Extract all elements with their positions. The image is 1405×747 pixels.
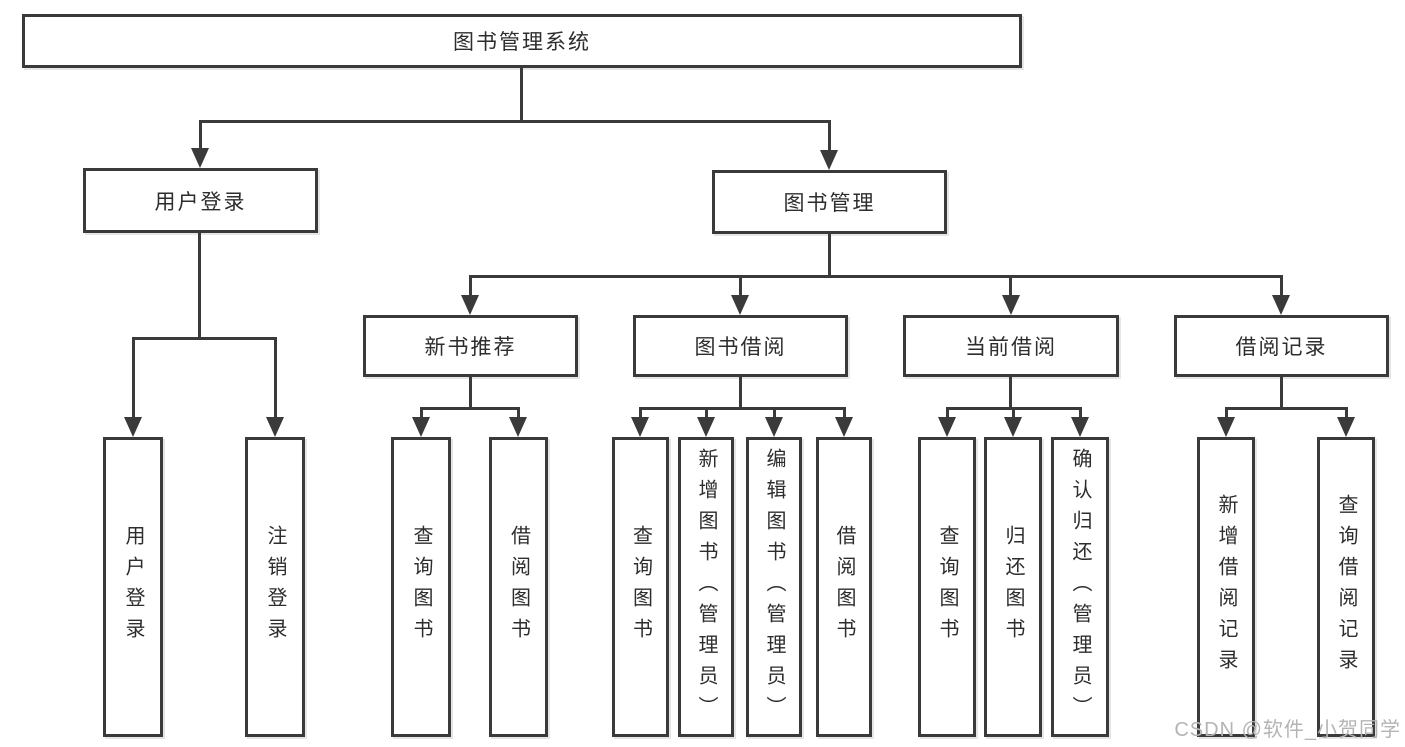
leaf-query-books-recommend: 查询图书	[391, 437, 451, 737]
leaf-confirm-return-admin: 确认归还（管理员）	[1051, 437, 1109, 737]
watermark: CSDN @软件_小贺同学	[1174, 719, 1401, 741]
arrow-down-icon	[820, 150, 838, 170]
connector-line	[828, 234, 831, 275]
leaf-label: 新增图书（管理员）	[695, 447, 717, 727]
arrow-down-icon	[509, 417, 527, 437]
connector-line	[517, 407, 520, 419]
node-label: 图书借阅	[694, 336, 787, 359]
connector-line	[1280, 377, 1283, 407]
node-book-borrowing: 图书借阅	[633, 315, 848, 377]
leaf-label: 注销登录	[264, 525, 286, 649]
node-label: 用户登录	[154, 190, 247, 214]
node-new-book-recommendation: 新书推荐	[363, 315, 578, 377]
connector-line	[469, 377, 472, 407]
connector-line	[946, 407, 949, 419]
arrow-down-icon	[461, 295, 479, 315]
connector-line	[198, 233, 201, 337]
leaf-borrow-books-recommend: 借阅图书	[489, 437, 548, 737]
connector-line	[843, 407, 846, 419]
arrow-down-icon	[631, 417, 649, 437]
arrow-down-icon	[1272, 295, 1290, 315]
connector-line	[739, 377, 742, 407]
node-borrowing-records: 借阅记录	[1174, 315, 1389, 377]
leaf-add-borrow-record: 新增借阅记录	[1197, 437, 1255, 737]
connector-line	[1225, 407, 1347, 410]
leaf-add-books-admin: 新增图书（管理员）	[678, 437, 734, 737]
connector-line	[469, 275, 472, 297]
leaf-borrow-books-borrow: 借阅图书	[816, 437, 872, 737]
node-book-management: 图书管理	[712, 170, 947, 234]
leaf-logout-login: 注销登录	[245, 437, 305, 737]
leaf-query-books-current: 查询图书	[918, 437, 976, 737]
leaf-label: 编辑图书（管理员）	[763, 447, 785, 727]
connector-line	[773, 407, 776, 419]
connector-line	[739, 275, 742, 297]
connector-line	[469, 275, 1283, 278]
node-label: 新书推荐	[424, 336, 517, 359]
leaf-label: 归还图书	[1002, 525, 1024, 649]
arrow-down-icon	[191, 148, 209, 168]
connector-line	[1280, 275, 1283, 297]
connector-line	[639, 407, 845, 410]
connector-line	[1225, 407, 1228, 419]
arrow-down-icon	[697, 417, 715, 437]
leaf-edit-books-admin: 编辑图书（管理员）	[746, 437, 802, 737]
arrow-down-icon	[1217, 417, 1235, 437]
connector-line	[1009, 377, 1012, 407]
arrow-down-icon	[1071, 417, 1089, 437]
connector-line	[1345, 407, 1348, 419]
leaf-user-login: 用户登录	[103, 437, 163, 737]
arrow-down-icon	[765, 417, 783, 437]
leaf-label: 用户登录	[122, 525, 144, 649]
arrow-down-icon	[1337, 417, 1355, 437]
arrow-down-icon	[1004, 417, 1022, 437]
arrow-down-icon	[731, 295, 749, 315]
connector-line	[420, 407, 519, 410]
connector-line	[639, 407, 642, 419]
leaf-label: 借阅图书	[507, 525, 530, 649]
leaf-label: 新增借阅记录	[1215, 494, 1237, 680]
connector-line	[1009, 275, 1012, 297]
connector-line	[828, 120, 831, 152]
connector-line	[199, 120, 202, 150]
arrow-down-icon	[266, 417, 284, 437]
arrow-down-icon	[1002, 295, 1020, 315]
leaf-label: 查询图书	[410, 525, 432, 649]
leaf-label: 借阅图书	[833, 525, 855, 649]
leaf-label: 查询借阅记录	[1335, 494, 1357, 680]
node-label: 图书管理系统	[453, 31, 591, 54]
connector-line	[1012, 407, 1015, 419]
connector-line	[420, 407, 423, 419]
node-label: 图书管理	[783, 192, 876, 215]
connector-line	[132, 337, 277, 340]
arrow-down-icon	[124, 417, 142, 437]
connector-line	[520, 68, 523, 120]
connector-line	[132, 337, 135, 419]
arrow-down-icon	[835, 417, 853, 437]
leaf-query-books-borrow: 查询图书	[612, 437, 669, 737]
connector-line	[199, 120, 831, 123]
connector-line	[705, 407, 708, 419]
node-label: 借阅记录	[1235, 336, 1328, 359]
leaf-return-books: 归还图书	[984, 437, 1042, 737]
connector-line	[274, 337, 277, 419]
arrow-down-icon	[412, 417, 430, 437]
node-label: 当前借阅	[965, 336, 1057, 359]
leaf-label: 查询图书	[936, 525, 958, 649]
connector-line	[1079, 407, 1082, 419]
node-library-management-system: 图书管理系统	[22, 14, 1022, 68]
leaf-query-borrow-record: 查询借阅记录	[1317, 437, 1375, 737]
node-user-login: 用户登录	[83, 168, 318, 233]
arrow-down-icon	[938, 417, 956, 437]
leaf-label: 查询图书	[629, 525, 652, 649]
leaf-label: 确认归还（管理员）	[1069, 447, 1091, 727]
node-current-borrowing: 当前借阅	[903, 315, 1119, 377]
